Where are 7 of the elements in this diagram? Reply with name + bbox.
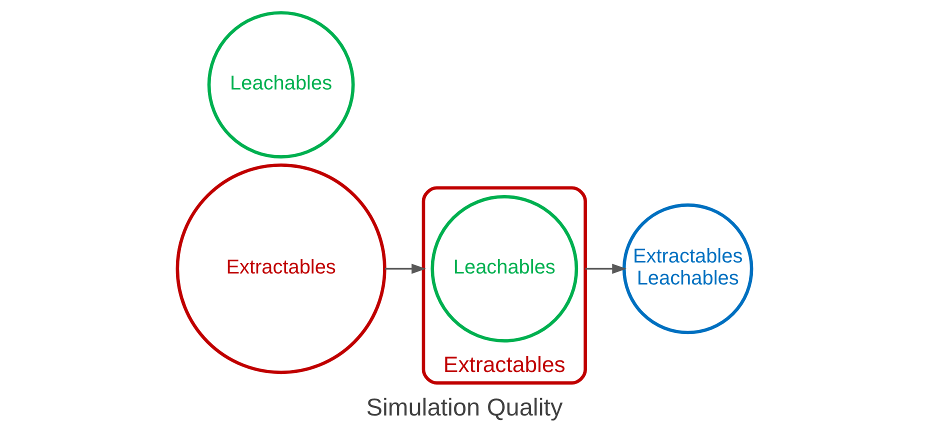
arrow	[384, 264, 426, 274]
arrow	[584, 264, 626, 274]
node-circle: Leachables	[430, 195, 578, 342]
caption: Simulation Quality	[366, 394, 562, 422]
node-circle: Extractables Leachables	[622, 203, 753, 334]
node-circle: Leachables	[206, 11, 354, 158]
node-circle: Extractables	[175, 163, 386, 374]
